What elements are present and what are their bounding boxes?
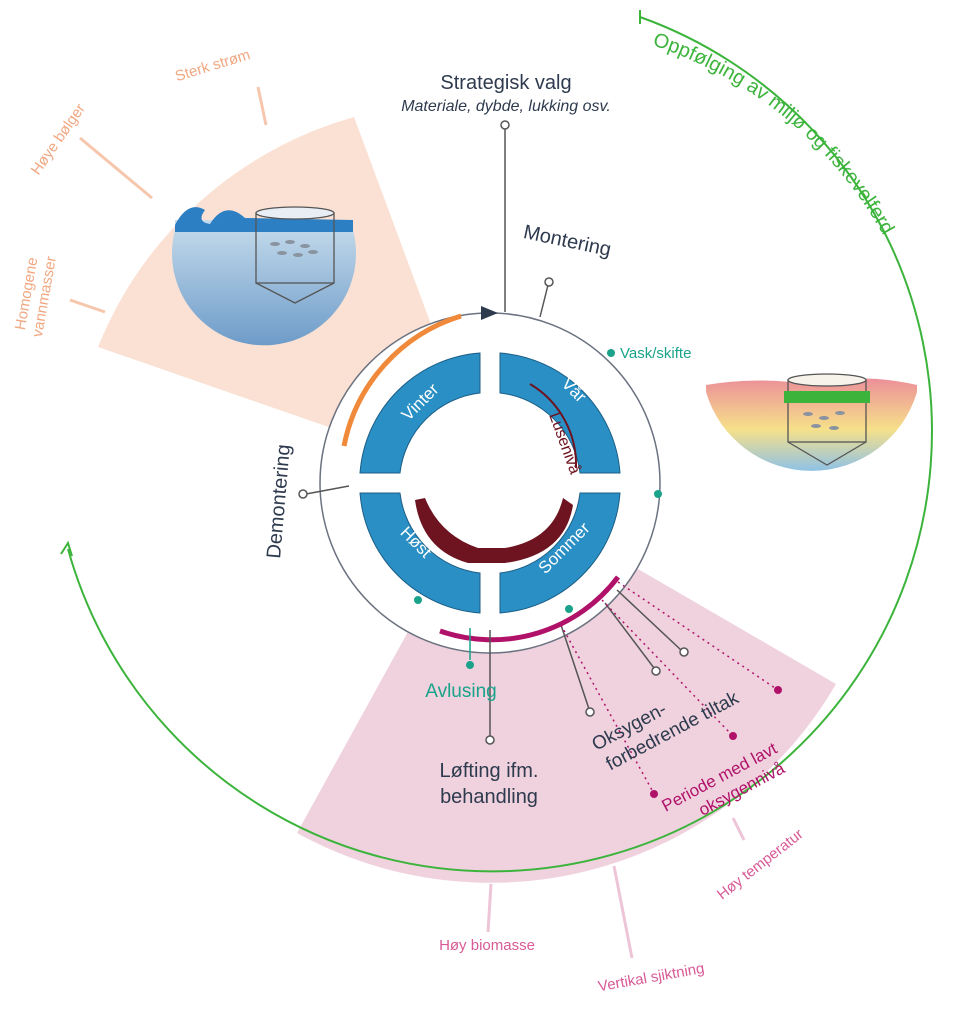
followup-arc-arrowhead — [60, 540, 73, 557]
washing-label: Vask/skifte — [620, 345, 691, 362]
delousing-pointer-dot — [466, 661, 474, 669]
orange-pointer-line — [256, 86, 268, 126]
followup-arc — [67, 16, 933, 873]
temperature-cage-icon — [706, 373, 917, 471]
low-oxygen-pointer-dot — [774, 686, 782, 694]
dismantling-label: Demontering — [263, 443, 295, 559]
followup-label-path: Oppfølging av miljø og fiskevelferd — [650, 29, 898, 238]
dismantling-pointer — [305, 485, 350, 495]
vertical-stratification-label: Vertikal sjiktning — [597, 960, 706, 995]
low-oxygen-pointer-dot — [650, 790, 658, 798]
mounting-pointer — [539, 284, 549, 318]
lice-level-curve — [529, 383, 578, 469]
oxygen-pointer-dot — [651, 666, 661, 676]
wash-marker — [414, 596, 422, 604]
wash-marker — [565, 605, 573, 613]
pink-pointer-line — [731, 817, 746, 841]
lice-level-band — [415, 498, 573, 563]
lifting-label-line2: behandling — [440, 786, 538, 808]
low-oxygen-pointer-dot — [729, 732, 737, 740]
lifting-pointer-dot — [485, 735, 495, 745]
oxygen-pointer — [560, 624, 590, 710]
oxygen-pointer — [616, 589, 682, 651]
followup-label: Oppfølging av miljø og fiskevelferd — [650, 29, 898, 238]
pink-risk-zone — [297, 483, 836, 883]
orange-pointer-line — [79, 136, 153, 200]
wash-marker — [654, 490, 662, 498]
season-ring — [319, 312, 661, 654]
oxygen-pointer — [604, 602, 655, 669]
orange-pointer-line — [69, 298, 106, 314]
wave-cage-icon — [172, 206, 357, 346]
mounting-label: Montering — [521, 221, 613, 261]
strategic-pointer-dot — [500, 120, 510, 130]
lifting-label-line1: Løfting ifm. — [440, 760, 539, 782]
winter-segment — [359, 352, 481, 474]
summer-segment — [499, 492, 621, 614]
low-oxygen-pointer — [617, 581, 776, 689]
high-biomass-label: Høy biomasse — [439, 937, 535, 954]
high-temperature-label: Høy temperatur — [714, 826, 807, 904]
low-oxygen-pointer — [560, 624, 654, 793]
cycle-start-arrow — [481, 306, 498, 320]
low-oxygen-pointer — [601, 599, 732, 735]
oxygen-pointer-dot — [585, 707, 595, 717]
homogeneous-water-label: Homogenevannmasser — [11, 252, 60, 339]
pink-pointer-line — [612, 865, 634, 959]
oxygen-pointer-dot — [679, 647, 689, 657]
delousing-label: Avlusing — [425, 681, 496, 702]
winter-exposure-arc — [341, 313, 462, 447]
mounting-pointer-dot — [544, 277, 554, 287]
pink-pointer-line — [486, 883, 493, 933]
strategic-choice-subtitle: Materiale, dybde, lukking osv. — [401, 98, 611, 115]
strategic-choice-title: Strategisk valg — [440, 72, 571, 94]
wash-marker — [607, 349, 615, 357]
autumn-segment — [359, 492, 481, 614]
dismantling-pointer-dot — [298, 489, 308, 499]
strong-current-label: Sterk strøm — [173, 46, 252, 85]
summer-risk-arc — [439, 575, 620, 643]
